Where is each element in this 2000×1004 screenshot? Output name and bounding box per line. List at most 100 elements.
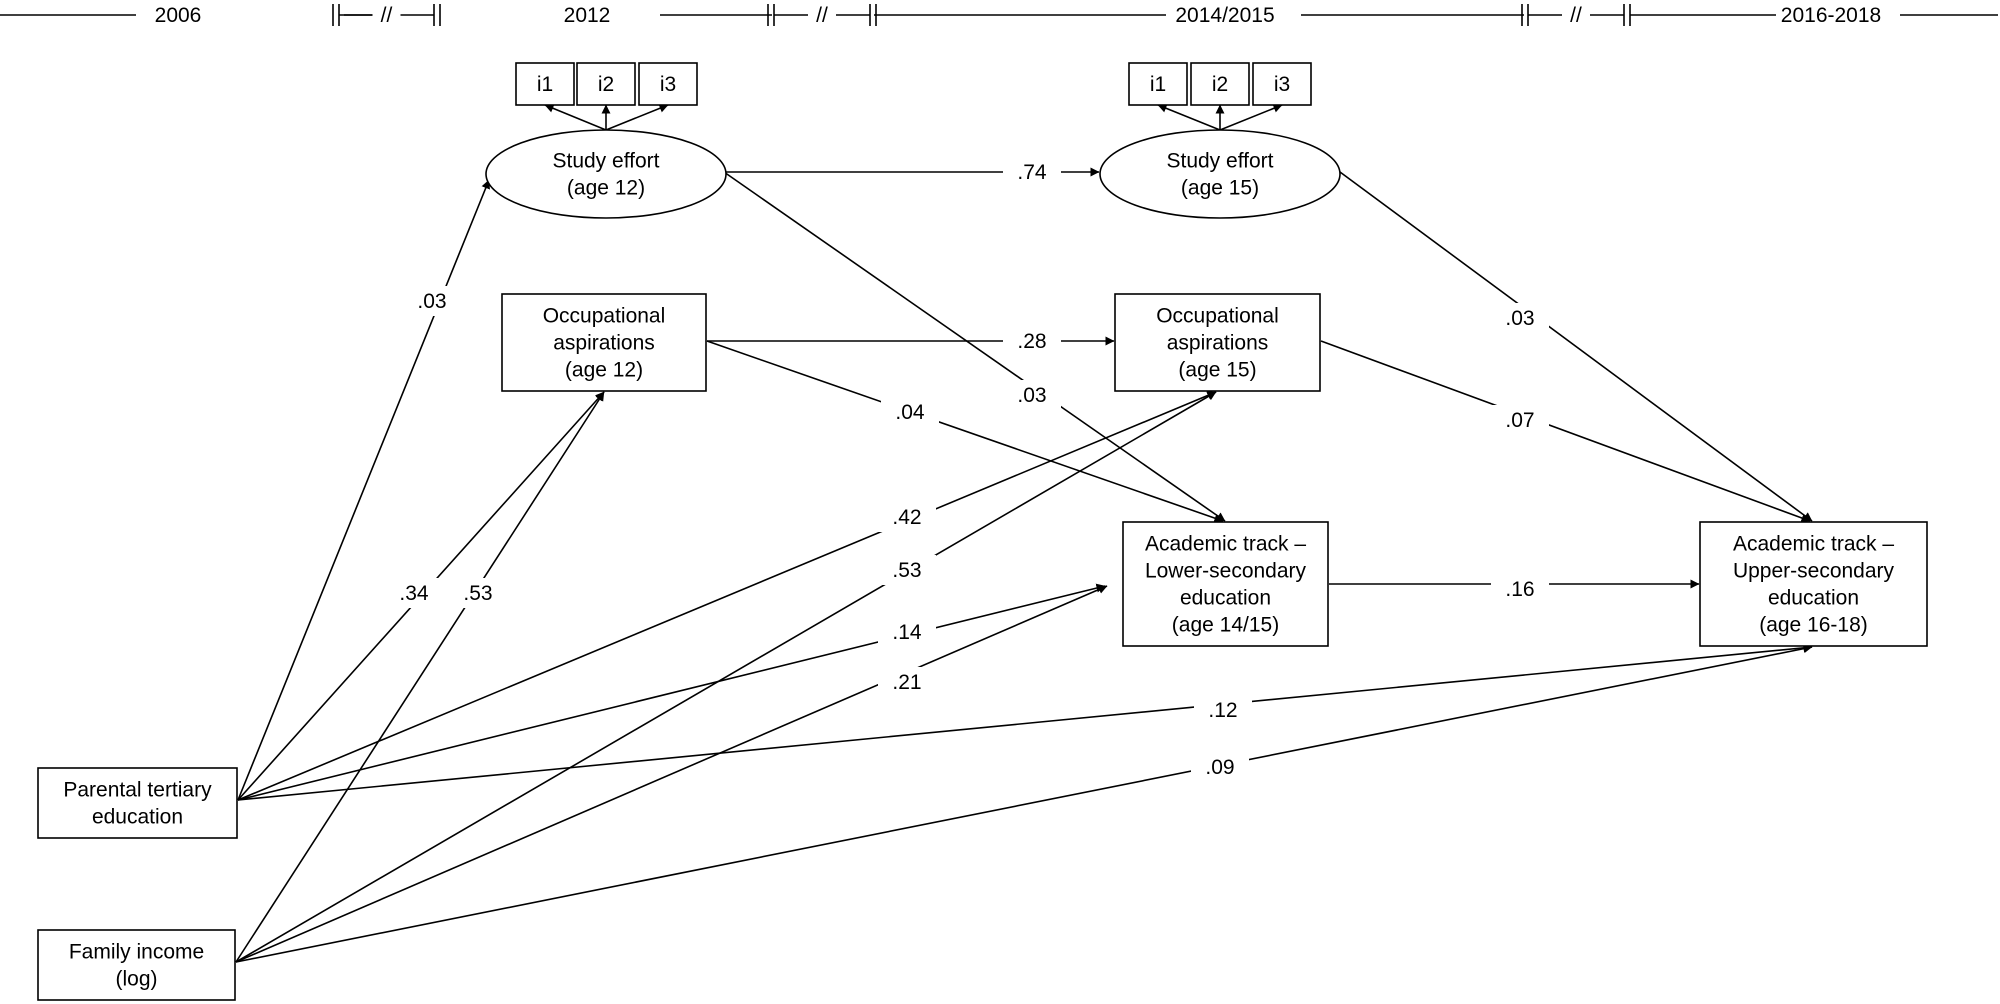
occupational-aspirations-age15-node: Occupational aspirations (age 15) bbox=[1114, 293, 1321, 392]
diagram-nodes: Study effort(age 12)Study effort(age 15)… bbox=[37, 62, 1928, 1001]
coefficient-bg bbox=[878, 502, 936, 532]
coefficient-bg bbox=[878, 555, 936, 585]
indicator-item-se12: i1 bbox=[515, 62, 575, 106]
path-arrow-inc-use bbox=[235, 644, 1813, 963]
node-label: (age 14/15) bbox=[1172, 614, 1279, 637]
node-label: Study effort bbox=[1166, 150, 1273, 173]
coefficient-bg bbox=[878, 617, 936, 647]
coefficient-inc-use: .09 bbox=[1205, 756, 1234, 779]
coefficient-inc-oa15: .53 bbox=[892, 559, 921, 582]
indicator-arrow bbox=[544, 104, 607, 131]
path-arrow-se12-lse bbox=[723, 171, 1226, 522]
coefficient-bg bbox=[1491, 405, 1549, 435]
indicator-arrow bbox=[1219, 104, 1283, 131]
node-label: aspirations bbox=[1167, 332, 1269, 355]
indicator-label: i1 bbox=[537, 73, 553, 96]
coefficient-pte-oa15: .42 bbox=[892, 506, 921, 529]
academic-track-lower-secondary-node: Academic track –Lower-secondaryeducation… bbox=[1122, 521, 1329, 647]
coefficient-se15-use: .03 bbox=[1505, 307, 1534, 330]
node-label: (log) bbox=[115, 968, 157, 991]
path-arrows bbox=[235, 104, 1813, 963]
path-arrow-inc-oa15 bbox=[235, 391, 1217, 963]
indicator-label: i3 bbox=[660, 73, 676, 96]
path-arrow-pte-oa15 bbox=[237, 391, 1217, 801]
indicator-arrow bbox=[605, 104, 669, 131]
observed-box bbox=[501, 293, 707, 392]
academic-track-upper-secondary-node: Academic track –Upper-secondaryeducation… bbox=[1699, 521, 1928, 647]
coefficient-se12-lse: .03 bbox=[1017, 384, 1046, 407]
path-coefficients: .74 .28 .03 .04 .03 .07 .16 .03 .34 .53 .42 .53 .14.… bbox=[385, 157, 1549, 782]
observed-box bbox=[1122, 521, 1329, 647]
coefficient-oa12-lse: .04 bbox=[895, 401, 925, 424]
timeline-label: 2016-2018 bbox=[1781, 4, 1881, 27]
node-label: Academic track – bbox=[1145, 533, 1306, 556]
indicator-box bbox=[515, 62, 575, 106]
coefficient-lse-use: .16 bbox=[1505, 578, 1534, 601]
node-label: education bbox=[1768, 587, 1859, 610]
parental-tertiary-education-node: Parental tertiary education bbox=[37, 767, 238, 839]
coefficient-bg bbox=[1003, 326, 1061, 356]
coefficient-oa12-oa15: .28 bbox=[1017, 330, 1046, 353]
coefficient-se12-se15: .74 bbox=[1017, 161, 1047, 184]
indicator-item-se12: i2 bbox=[576, 62, 636, 106]
coefficient-inc-oa12: .53 bbox=[463, 582, 492, 605]
family-income-node: Family income (log) bbox=[37, 929, 236, 1001]
coefficient-bg bbox=[1191, 752, 1249, 782]
node-label: (age 15) bbox=[1178, 359, 1256, 382]
timeline-label: 2006 bbox=[155, 4, 202, 27]
coefficient-pte-use: .12 bbox=[1208, 699, 1237, 722]
timeline-break-bg bbox=[808, 6, 836, 24]
node-label: Parental tertiary bbox=[63, 779, 212, 802]
observed-box bbox=[1114, 293, 1321, 392]
indicator-box bbox=[638, 62, 698, 106]
coefficient-pte-oa12: .34 bbox=[399, 582, 429, 605]
node-label: Academic track – bbox=[1733, 533, 1894, 556]
study-effort-age12-node: Study effort(age 12) bbox=[485, 129, 727, 219]
path-arrow-pte-lse bbox=[237, 583, 1106, 801]
indicator-item-se15: i3 bbox=[1252, 62, 1312, 106]
coefficient-bg bbox=[403, 286, 461, 316]
indicator-arrow bbox=[1157, 104, 1221, 131]
coefficient-bg bbox=[449, 578, 507, 608]
path-arrow-inc-oa12 bbox=[235, 391, 605, 963]
timeline-break-bg bbox=[372, 6, 401, 24]
path-arrow-se15-use bbox=[1339, 171, 1813, 522]
coefficient-bg bbox=[1003, 380, 1061, 410]
node-label: Occupational bbox=[1156, 305, 1279, 328]
path-arrow-oa15-use bbox=[1320, 340, 1811, 523]
indicator-label: i2 bbox=[1212, 73, 1228, 96]
indicator-label: i3 bbox=[1274, 73, 1290, 96]
timeline-break-symbol: // bbox=[1570, 4, 1582, 27]
coefficient-inc-lse: .21 bbox=[892, 671, 921, 694]
observed-box bbox=[37, 767, 238, 839]
node-label: education bbox=[92, 806, 183, 829]
coefficient-bg bbox=[1491, 574, 1549, 604]
coefficient-bg bbox=[1491, 303, 1549, 333]
coefficient-bg bbox=[1003, 157, 1061, 187]
node-label: Family income bbox=[69, 941, 204, 964]
coefficient-bg bbox=[881, 397, 939, 427]
timeline-break-symbol: // bbox=[816, 4, 828, 27]
indicator-box bbox=[1252, 62, 1312, 106]
observed-box bbox=[1699, 521, 1928, 647]
node-label: education bbox=[1180, 587, 1271, 610]
timeline-break-bg bbox=[1562, 6, 1590, 24]
coefficient-oa15-use: .07 bbox=[1505, 409, 1534, 432]
observed-box bbox=[37, 929, 236, 1001]
coefficient-pte-lse: .14 bbox=[892, 621, 922, 644]
timeline-label: 2014/2015 bbox=[1175, 4, 1274, 27]
coefficient-bg bbox=[878, 667, 936, 697]
coefficient-bg bbox=[385, 578, 443, 608]
node-label: aspirations bbox=[553, 332, 655, 355]
node-label: (age 12) bbox=[565, 359, 643, 382]
coefficient-pte-se12: .03 bbox=[417, 290, 446, 313]
indicator-box bbox=[1190, 62, 1250, 106]
node-label: (age 16-18) bbox=[1759, 614, 1868, 637]
indicator-label: i1 bbox=[1150, 73, 1166, 96]
node-label: (age 15) bbox=[1181, 177, 1259, 200]
node-label: Study effort bbox=[552, 150, 659, 173]
path-arrow-pte-use bbox=[237, 643, 1813, 801]
indicator-box bbox=[576, 62, 636, 106]
